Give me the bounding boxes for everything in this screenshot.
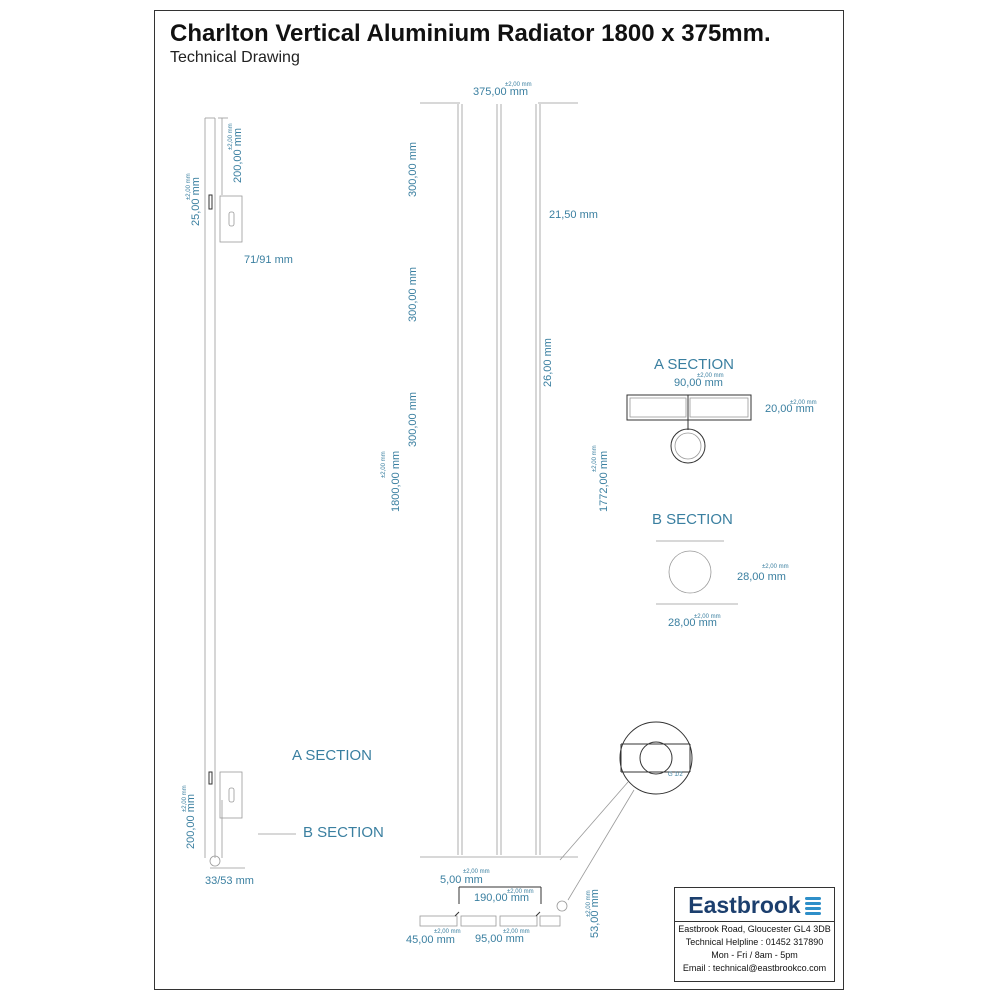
dim-side-25: 25,00 mm [190,177,202,226]
b-section-title: B SECTION [652,511,733,528]
dim-bottom-45: 45,00 mm [406,934,455,946]
dim-tube-26: 26,00 mm [542,338,554,387]
b-section-profile [668,550,712,594]
tolerance-label: ±2,00 mm [507,889,534,895]
tolerance-label: ±2,00 mm [586,890,592,917]
company-helpline: Technical Helpline : 01452 317890 [685,937,824,947]
a-section-width: 90,00 mm [674,377,723,389]
page-subtitle: Technical Drawing [170,49,300,66]
dim-span-190: 190,00 mm [474,892,529,904]
dim-side-200-top: 200,00 mm [232,128,244,183]
tolerance-label: ±2,00 mm [186,173,192,200]
company-address: Eastbrook Road, Gloucester GL4 3DB [678,924,831,934]
tolerance-label: ±2,00 mm [463,869,490,875]
tolerance-label: ±2,00 mm [228,123,234,150]
top-bracket-clip [208,194,213,210]
side-b-section-label: B SECTION [303,824,384,841]
dim-side-200-bottom: 200,00 mm [185,794,197,849]
dim-bottom-95: 95,00 mm [475,933,524,945]
side-elevation [204,117,245,869]
dim-gap-2150: 21,50 mm [549,209,598,221]
side-a-section-label: A SECTION [292,747,372,764]
thread-size-label: G 1/2 [668,772,683,778]
brand-name: Eastbrook [688,892,801,918]
brand-logo: Eastbrook [675,892,834,919]
company-info-box: Eastbrook Eastbrook Road, Gloucester GL4… [674,887,835,982]
page-title: Charlton Vertical Aluminium Radiator 180… [170,20,771,47]
dim-bracket-7191: 71/91 mm [244,254,293,266]
bottom-wall-bracket [219,771,243,819]
b-section-height: 28,00 mm [737,571,786,583]
wave-logo-icon [804,895,821,917]
tolerance-label: ±2,00 mm [790,400,817,406]
tolerance-label: ±2,00 mm [762,564,789,570]
a-section-profile [626,394,752,464]
dim-pitch-300-c: 300,00 mm [407,392,419,447]
a-section-depth: 20,00 mm [765,403,814,415]
dim-width-375: 375,00 mm [473,86,528,98]
dim-pitch-300-a: 300,00 mm [407,142,419,197]
tolerance-label: ±2,00 mm [503,929,530,935]
tolerance-label: ±2,00 mm [592,445,598,472]
drawing-sheet-border [154,10,844,990]
tolerance-label: ±2,00 mm [694,614,721,620]
top-wall-bracket [219,195,243,243]
tolerance-label: ±2,00 mm [381,451,387,478]
bottom-bracket-clip [208,771,213,785]
dim-height-1772: 1772,00 mm [598,451,610,512]
company-email[interactable]: Email : technical@eastbrookco.com [682,963,827,973]
dim-height-1800: 1800,00 mm [390,451,402,512]
dim-gap-5: 5,00 mm [440,874,483,886]
bottom-valve-outline [209,855,221,867]
tolerance-label: ±2,00 mm [505,82,532,88]
tolerance-label: ±2,00 mm [182,785,188,812]
bottom-plan-view [419,886,561,927]
dim-bottom-53: 53,00 mm [589,889,601,938]
front-elevation [420,102,578,858]
dim-offset-3353: 33/53 mm [205,875,254,887]
a-section-title: A SECTION [654,356,734,373]
dim-pitch-300-b: 300,00 mm [407,267,419,322]
company-hours: Mon - Fri / 8am - 5pm [711,950,798,960]
b-section-width: 28,00 mm [668,617,717,629]
tolerance-label: ±2,00 mm [434,929,461,935]
valve-detail-callout [556,721,693,912]
tolerance-label: ±2,00 mm [697,373,724,379]
